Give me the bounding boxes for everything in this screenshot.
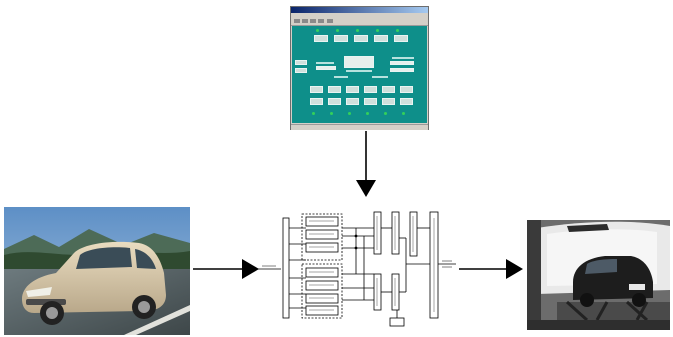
module-group [301,213,343,261]
panel-button[interactable] [314,35,328,42]
field-label [316,62,334,64]
control-software-window [290,6,429,130]
field-label [372,76,388,78]
arrow-diagram-to-simulator-icon [459,259,523,279]
panel-button[interactable] [374,35,388,42]
control-panel-canvas [292,26,427,123]
toolbar-button[interactable] [318,19,324,23]
panel-button[interactable] [382,86,395,93]
module-block [373,211,382,255]
window-toolbar [291,18,428,26]
control-block-diagram [256,208,456,330]
side-button[interactable] [295,68,307,73]
panel-button[interactable] [354,35,368,42]
central-caption [346,70,372,72]
window-title-bar [291,7,428,13]
module-block [389,317,405,327]
module-block [305,242,339,253]
module-block [305,293,339,304]
input-field[interactable] [390,61,414,65]
window-menu-bar [291,13,428,18]
status-indicator [396,29,399,32]
toolbar-button[interactable] [294,19,300,23]
input-field[interactable] [390,68,414,72]
panel-button[interactable] [400,98,413,105]
status-indicator [366,112,369,115]
module-block [305,305,339,316]
panel-button[interactable] [328,86,341,93]
central-display [344,56,374,68]
driving-simulator-photo [527,220,670,330]
panel-button[interactable] [310,86,323,93]
panel-button[interactable] [394,35,408,42]
field-label [334,76,348,78]
arrow-car-to-diagram-icon [193,259,259,279]
status-indicator [348,112,351,115]
status-indicator [336,29,339,32]
side-button[interactable] [295,60,307,65]
status-indicator [356,29,359,32]
field-label [392,57,414,59]
panel-button[interactable] [328,98,341,105]
status-indicator [376,29,379,32]
module-block [391,273,400,311]
status-indicator [316,29,319,32]
module-block [305,229,339,240]
module-block [305,267,339,278]
output-block [429,211,439,319]
panel-button[interactable] [364,86,377,93]
toolbar-button[interactable] [327,19,333,23]
input-bus-block [282,217,290,319]
status-indicator [330,112,333,115]
panel-button[interactable] [310,98,323,105]
module-block [305,216,339,227]
panel-button[interactable] [346,98,359,105]
status-indicator [384,112,387,115]
toolbar-button[interactable] [310,19,316,23]
panel-button[interactable] [400,86,413,93]
panel-button[interactable] [364,98,377,105]
panel-button[interactable] [334,35,348,42]
window-status-bar [291,124,428,130]
panel-button[interactable] [346,86,359,93]
arrow-app-to-diagram-icon [356,131,376,197]
module-block [409,211,418,257]
module-block [305,280,339,291]
input-field[interactable] [316,66,336,70]
toolbar-button[interactable] [302,19,308,23]
module-group [301,263,343,319]
car-photo [4,207,190,335]
panel-button[interactable] [382,98,395,105]
status-indicator [312,112,315,115]
status-indicator [402,112,405,115]
module-block [373,273,382,311]
module-block [391,211,400,255]
